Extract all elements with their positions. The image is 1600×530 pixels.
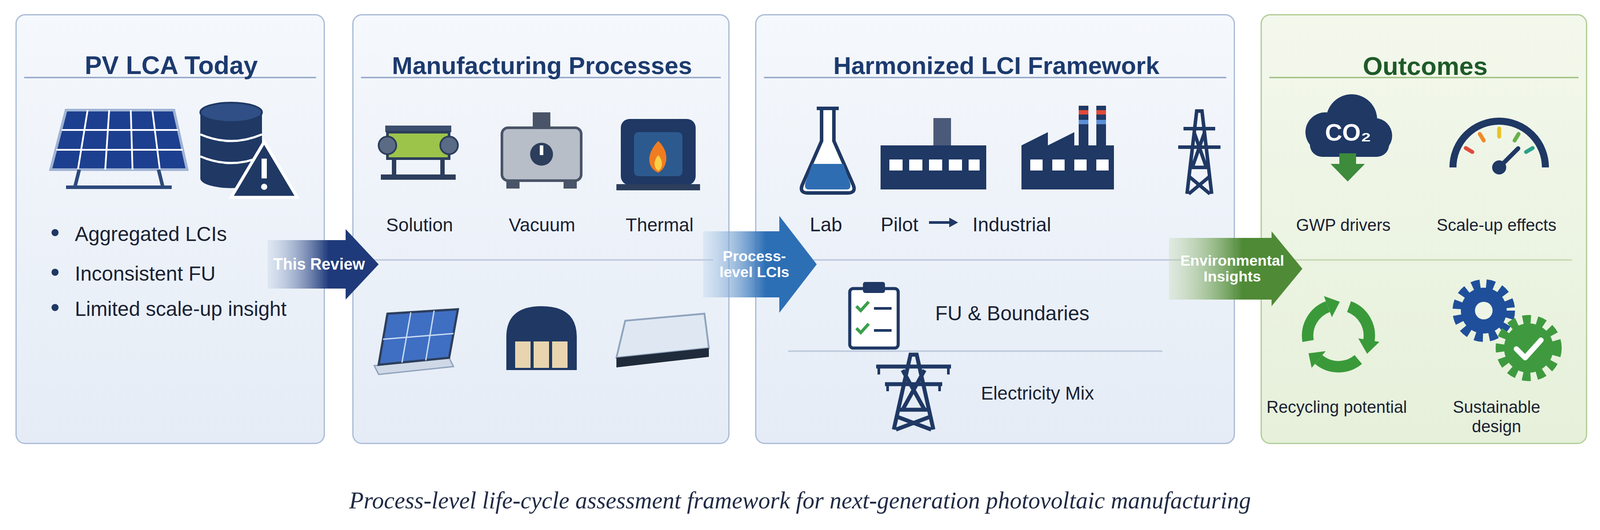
stage-panel: PV LCA TodayAggregated LCIsInconsistent … [15,14,325,444]
item-label: Pilot [880,213,919,236]
item-label: Sustainable design [1437,397,1556,436]
item-label: Aggregated LCIs [74,222,227,246]
database-warning-icon [200,102,298,198]
panel-heading: Outcomes [1362,51,1488,82]
item-label: Industrial [972,213,1052,236]
item-label: FU & Boundaries [935,301,1090,325]
item-label: Scale-up effects [1436,215,1557,236]
gears-icon [1457,283,1557,377]
industrial-factory-icon [1021,105,1114,190]
solar-panel-icon [50,110,188,188]
arrow-label: Environmental Insights [1177,252,1288,284]
icon-label: CO₂ [1325,118,1372,146]
item-label: GWP drivers [1296,215,1391,236]
item-label: Recycling potential [1266,397,1408,417]
flow-arrow [703,215,817,313]
solar-cell-icon [374,309,458,375]
item-label: Solution [386,214,454,236]
panel-heading: Manufacturing Processes [391,51,693,80]
solution-coater-icon [378,125,458,180]
item-label: Electricity Mix [980,382,1095,404]
glass-plate-icon [616,313,709,368]
lab-flask-icon [801,108,855,193]
panel-heading: PV LCA Today [84,50,258,81]
arrow-label: This Review [266,255,373,273]
figure-caption: Process-level life-cycle assessment fram… [0,486,1600,514]
gauge-icon [1452,121,1546,175]
recycle-icon [1307,295,1380,368]
vacuum-chamber-icon [501,112,582,189]
item-label: Vacuum [508,214,576,236]
building-icon [506,305,577,370]
item-label: Inconsistent FU [74,261,216,286]
transmission-tower-icon [1178,110,1221,194]
panel-heading: Harmonized LCI Framework [833,51,1160,80]
bullet-dots [51,228,59,311]
thermal-furnace-icon [616,118,701,191]
electricity-pylon-icon [876,354,952,430]
heading-rules [24,77,1579,79]
item-label: Lab [809,213,842,236]
stage-panel: Harmonized LCI FrameworkLab Pilot Industri… [755,14,1236,444]
pilot-to-industrial-arrow [929,217,959,228]
clipboard-icon [849,281,899,348]
pilot-factory-icon [880,117,987,190]
flow-arrow [1168,231,1303,306]
stage-panel: Manufacturing ProcessesSolution Vacuum The… [352,14,730,444]
arrow-label: Process-level LCIs [716,248,792,280]
item-label: Limited scale-up insight [74,297,287,321]
co2-cloud-icon [1305,94,1393,182]
item-label: Thermal [625,214,694,236]
